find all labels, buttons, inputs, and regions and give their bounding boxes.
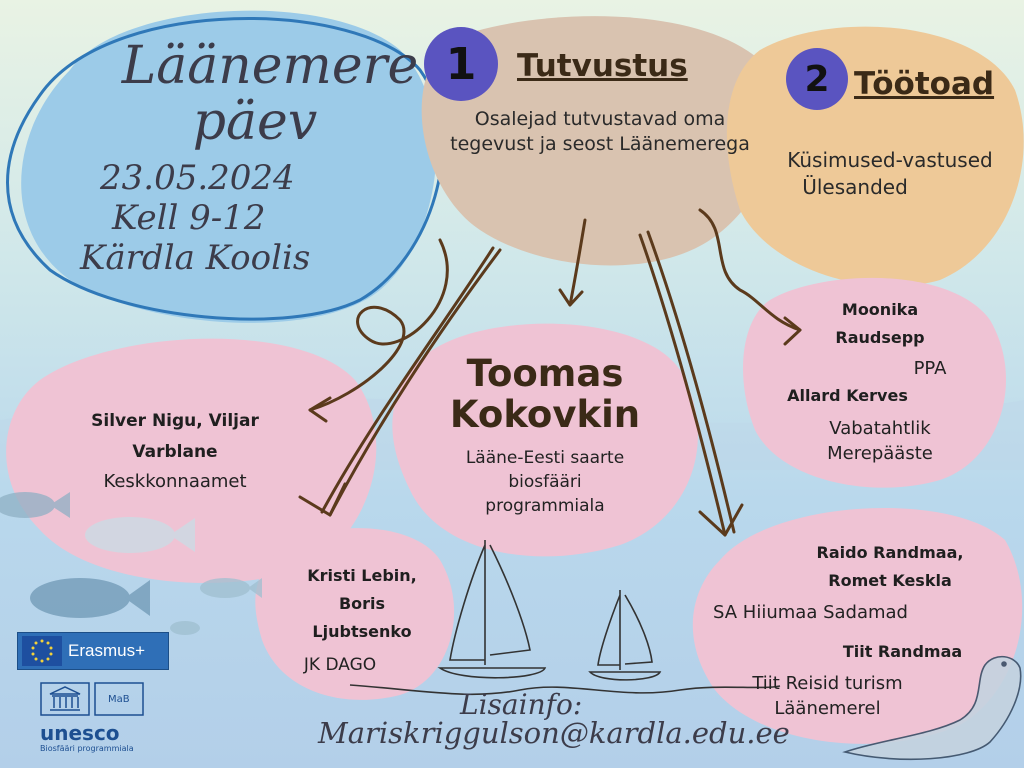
section1-title: Tutvustus	[517, 48, 688, 84]
unesco-sub-label: Biosfääri programmiala	[40, 744, 134, 753]
center-org: Lääne-Eesti saarte biosfääri programmial…	[465, 448, 625, 516]
event-date: 23.05.2024	[100, 158, 295, 198]
unesco-logo: MaB unesco Biosfääri programmiala	[40, 682, 144, 762]
event-title-line2: päev	[192, 92, 318, 152]
right-top-name2: Allard Kerves	[787, 386, 908, 405]
lower-left-org: JK DAGO	[303, 655, 377, 675]
info-label: Lisainfo:	[460, 688, 583, 721]
mab-label: MaB	[108, 694, 130, 705]
erasmus-label: Erasmus+	[68, 641, 145, 660]
unesco-label: unesco	[40, 721, 120, 745]
section2-line2: Ülesanded	[802, 175, 908, 199]
title-blob	[21, 10, 437, 323]
info-email[interactable]: Mariskriggulson@kardla.edu.ee	[318, 716, 790, 750]
step-number-1: 1	[424, 27, 498, 101]
right-top-org1: PPA	[913, 358, 947, 379]
right-bottom-org1: SA Hiiumaa Sadamad	[713, 602, 908, 623]
step-number-2: 2	[786, 48, 848, 110]
section1-text: Osalejad tutvustavad oma tegevust ja seo…	[450, 108, 750, 155]
seal-icon	[842, 655, 1022, 761]
right-bottom-name2: Tiit Randmaa	[842, 642, 963, 661]
right-bottom-blob	[692, 507, 1023, 744]
section2-title: Töötoad	[854, 66, 995, 102]
event-title: Läänemere päev	[120, 38, 420, 150]
center-blob	[392, 323, 698, 557]
eu-flag-icon	[22, 636, 62, 666]
right-top-blob	[743, 277, 1006, 488]
intro-blob	[421, 16, 779, 266]
event-time: Kell 9-12	[112, 198, 266, 238]
unesco-temple-icon	[40, 682, 144, 716]
right-bottom-org2: Tiit Reisid turism Läänemerel	[752, 673, 903, 719]
left-org: Keskkonnaamet	[103, 471, 247, 492]
right-bottom-name1: Raido Randmaa, Romet Keskla	[816, 543, 964, 590]
event-title-line1: Läänemere	[121, 36, 419, 96]
section2-line1: Küsimused-vastused	[787, 148, 993, 172]
sailboat-icon	[349, 540, 781, 696]
arrows	[298, 208, 802, 537]
left-names: Silver Nigu, Viljar Varblane	[91, 411, 259, 462]
center-name-line2: Kokovkin	[449, 393, 641, 436]
fish-icon	[0, 492, 262, 635]
right-top-org2: Vabatahtlik Merepääste	[827, 418, 933, 464]
left-blob	[6, 338, 377, 583]
lower-left-names: Kristi Lebin, Boris Ljubtsenko	[307, 566, 417, 641]
lower-left-blob	[255, 528, 455, 700]
center-name-line1: Toomas	[466, 352, 624, 395]
event-place: Kärdla Koolis	[80, 238, 311, 278]
erasmus-logo: Erasmus+	[17, 632, 169, 670]
right-top-name1: Moonika Raudsepp	[835, 300, 925, 347]
